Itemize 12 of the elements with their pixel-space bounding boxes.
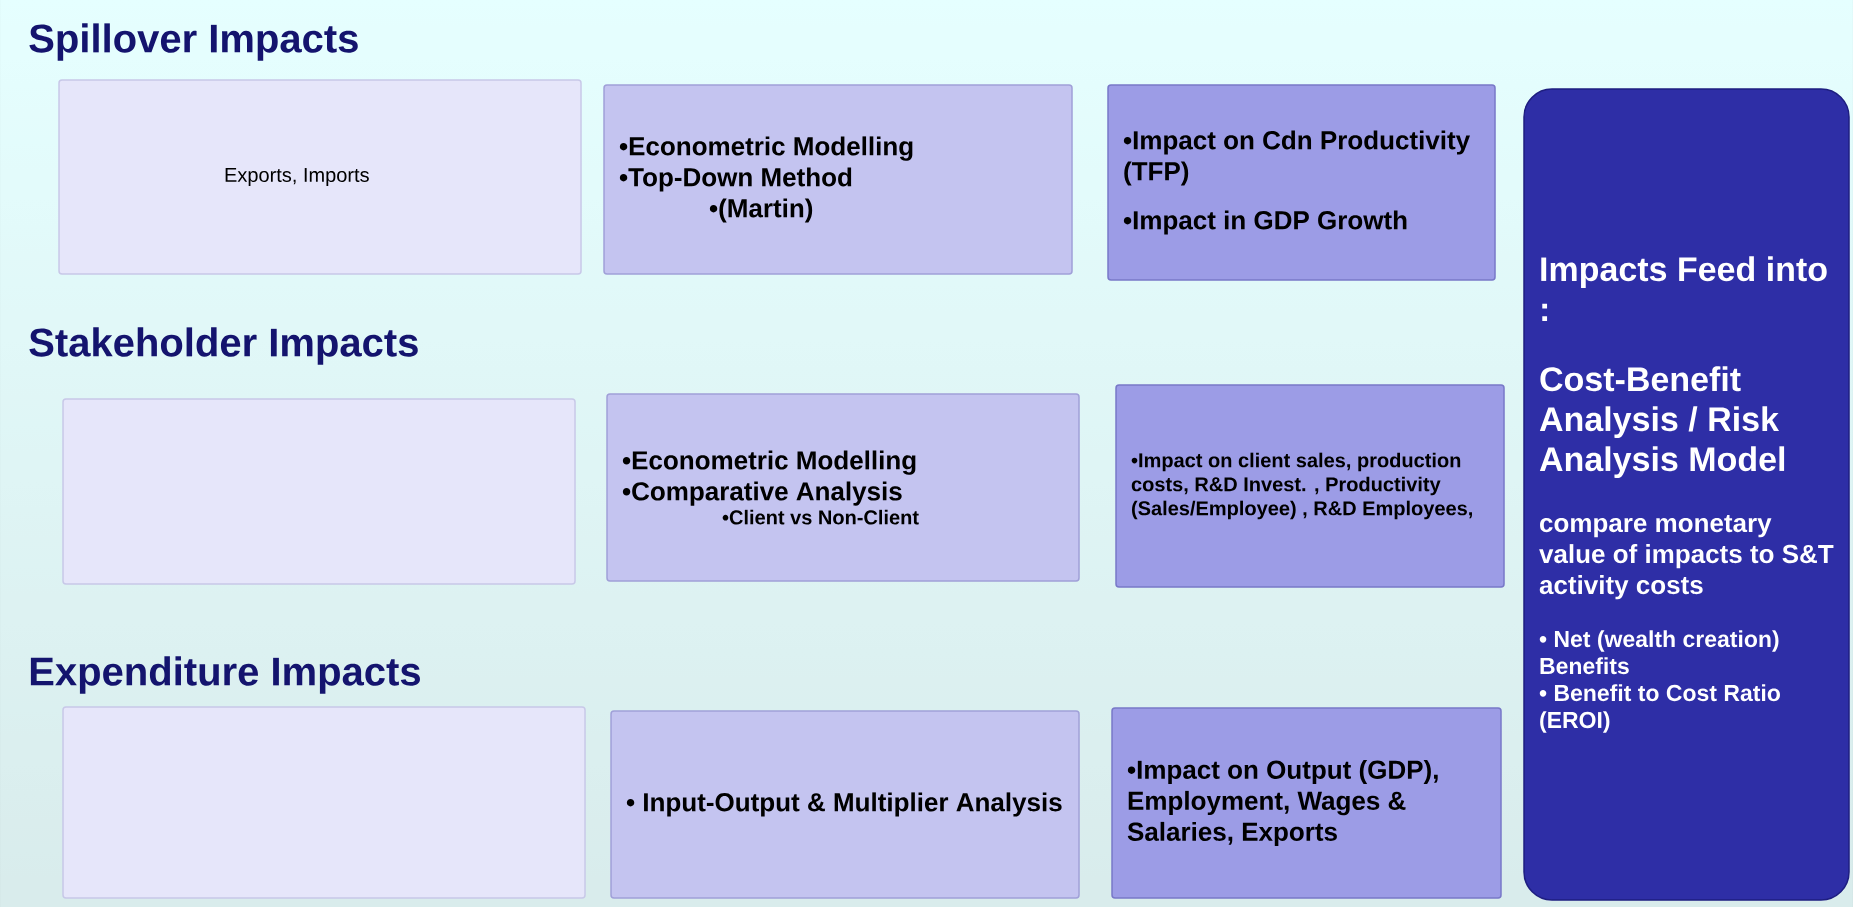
empty-box (62, 706, 586, 899)
text-box: •Econometric Modelling •Top-Down Method •(Martin) (603, 84, 1073, 275)
empty-box (62, 398, 576, 585)
section-heading: Expenditure Impacts (30, 656, 420, 694)
text-box: Exports, Imports (58, 79, 582, 275)
text-box: •Impact on Output (GDP), Employment, Wages & Salaries, Exports (1111, 707, 1502, 899)
impact-panel: Impacts Feed into : Cost-Benefit Analysis / Risk Analysis Model compare monetary value of impacts to S&T activity costs • Net (wealth creation) Benefits • Benefit to Cost Ratio (EROI) (1523, 88, 1850, 901)
text-box: •Impact on client sales, production costs, R&D Invest. , Productivity (Sales/Employee) , R&D Employees, (1115, 384, 1505, 588)
text-box: • Input-Output & Multiplier Analysis (610, 710, 1080, 899)
text-box: •Econometric Modelling •Comparative Analysis •Client vs Non-Client (606, 393, 1080, 582)
text-box: •Impact on Cdn Productivity (TFP) •Impact in GDP Growth (1107, 84, 1496, 281)
section-heading: Stakeholder Impacts (29, 327, 418, 365)
